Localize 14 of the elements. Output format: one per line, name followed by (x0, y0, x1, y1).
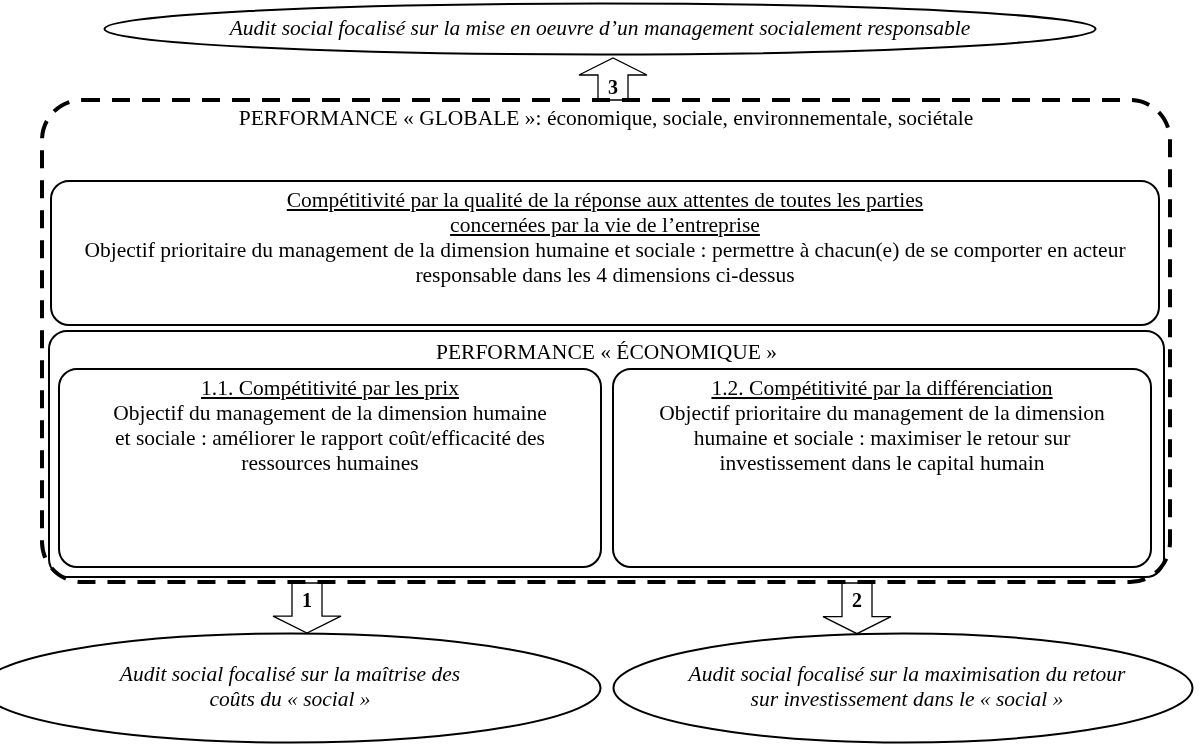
heading-text: 1.1. Compétitivité par les prix (200, 376, 460, 401)
edge-label: 1 (301, 588, 313, 611)
ellipse-text: Audit social focalisé sur la maximisation du retour sur investissement dans le « social » (686, 662, 1127, 712)
edge-label: 2 (851, 588, 863, 611)
ellipse-text: Audit social focalisé sur la maîtrise des coûts du « social » (117, 662, 462, 712)
ellipse-text: Audit social focalisé sur la mise en oeuvre d’un management socialement responsable (227, 16, 972, 41)
edge-label: 3 (607, 76, 619, 99)
heading-text: 1.2. Compétitivité par la différenciation (710, 376, 1054, 401)
box-text: Objectif du management de la dimension humaine et sociale : améliorer le rapport coût/efficacité des ressources humaines (113, 401, 547, 476)
box-text: PERFORMANCE « ÉCONOMIQUE » (434, 340, 778, 365)
box-text: Objectif prioritaire du management de la dimension humaine et sociale : maximiser le retour sur investissement dans le capital humain (658, 401, 1106, 476)
box-text: Objectif prioritaire du management de la dimension humaine et sociale : permettre à chacun(e) de se comporter en acteur responsable dans les 4 dimensions ci-dessus (83, 238, 1127, 288)
heading-text: Compétitivité par la qualité de la réponse aux attentes de toutes les parties concernées par la vie de l’entreprise (285, 188, 925, 238)
box-text: PERFORMANCE « GLOBALE »: économique, sociale, environnementale, sociétale (237, 106, 975, 131)
